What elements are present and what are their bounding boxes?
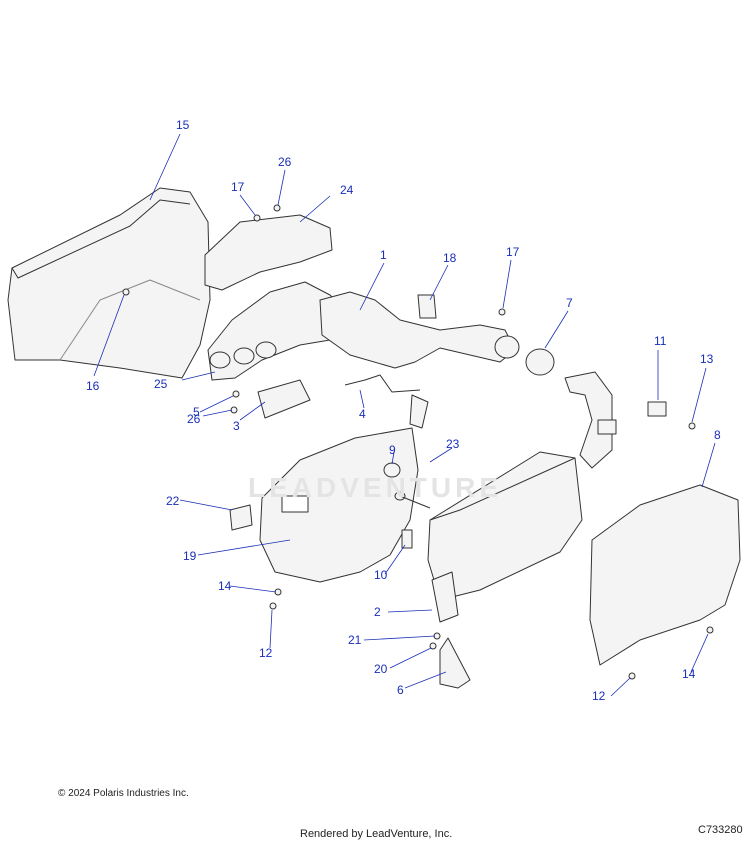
callout-9[interactable]: 9	[389, 443, 396, 457]
exhaust-seal-ring	[525, 348, 555, 376]
heat-shield-right	[589, 484, 741, 666]
callout-11[interactable]: 11	[654, 334, 667, 348]
manifold-gasket	[257, 379, 311, 419]
bolt-26a	[273, 204, 281, 212]
muffler-inlet-pipe	[564, 371, 613, 469]
callout-2[interactable]: 2	[374, 605, 381, 619]
callout-18[interactable]: 18	[443, 251, 457, 265]
clamp-22	[229, 504, 253, 531]
callout-1[interactable]: 1	[380, 248, 387, 262]
screw-20	[429, 642, 437, 650]
callout-3[interactable]: 3	[233, 419, 240, 433]
callout-21[interactable]: 21	[348, 633, 362, 647]
bolt-12c	[628, 672, 636, 680]
figure-id: C733280	[698, 824, 743, 836]
heat-shield-upper	[7, 187, 211, 379]
callout-14-right[interactable]: 14	[682, 667, 696, 681]
callout-17-right[interactable]: 17	[506, 245, 520, 259]
callout-26-bottom[interactable]: 26	[187, 412, 201, 426]
spark-arrestor	[439, 637, 471, 689]
callout-5[interactable]: 5	[193, 405, 200, 419]
callout-23[interactable]: 23	[446, 437, 460, 451]
clamp-4	[409, 394, 429, 429]
pipe-cover	[204, 214, 333, 291]
bolt-12a	[269, 602, 277, 610]
spring-lower	[597, 419, 617, 435]
bolt-13	[688, 422, 696, 430]
callout-19[interactable]: 19	[183, 549, 197, 563]
callout-6[interactable]: 6	[397, 683, 404, 697]
heat-shield-middle	[259, 427, 419, 583]
washer-14b	[706, 626, 714, 634]
nut-17b	[498, 308, 506, 316]
callout-20[interactable]: 20	[374, 662, 388, 676]
callout-26-top[interactable]: 26	[278, 155, 292, 169]
callout-10[interactable]: 10	[374, 568, 388, 582]
outlet-pipe	[431, 571, 459, 623]
rendered-by-text: Rendered by LeadVenture, Inc.	[300, 828, 453, 840]
copyright-text: © 2024 Polaris Industries Inc.	[58, 788, 189, 799]
watermark: LEADVENTURE	[248, 472, 503, 503]
bolt-16	[122, 288, 130, 296]
callout-14-left[interactable]: 14	[218, 579, 232, 593]
callout-15[interactable]: 15	[176, 118, 190, 132]
callout-25[interactable]: 25	[154, 377, 168, 391]
callout-8[interactable]: 8	[714, 428, 721, 442]
callout-13[interactable]: 13	[700, 352, 714, 366]
callout-7[interactable]: 7	[566, 296, 573, 310]
callout-4[interactable]: 4	[359, 407, 366, 421]
callout-12-right[interactable]: 12	[592, 689, 606, 703]
muffler	[427, 451, 583, 601]
bolt-5	[232, 390, 240, 398]
callout-17-left[interactable]: 17	[231, 180, 245, 194]
bracket-18	[417, 294, 437, 319]
nut-17a	[253, 214, 261, 222]
head-pipe	[319, 291, 516, 369]
callout-22[interactable]: 22	[166, 494, 180, 508]
callout-16[interactable]: 16	[86, 379, 100, 393]
o2-sensor	[401, 529, 413, 549]
callout-12-left[interactable]: 12	[259, 646, 273, 660]
callout-24[interactable]: 24	[340, 183, 354, 197]
spring-upper	[647, 401, 667, 417]
